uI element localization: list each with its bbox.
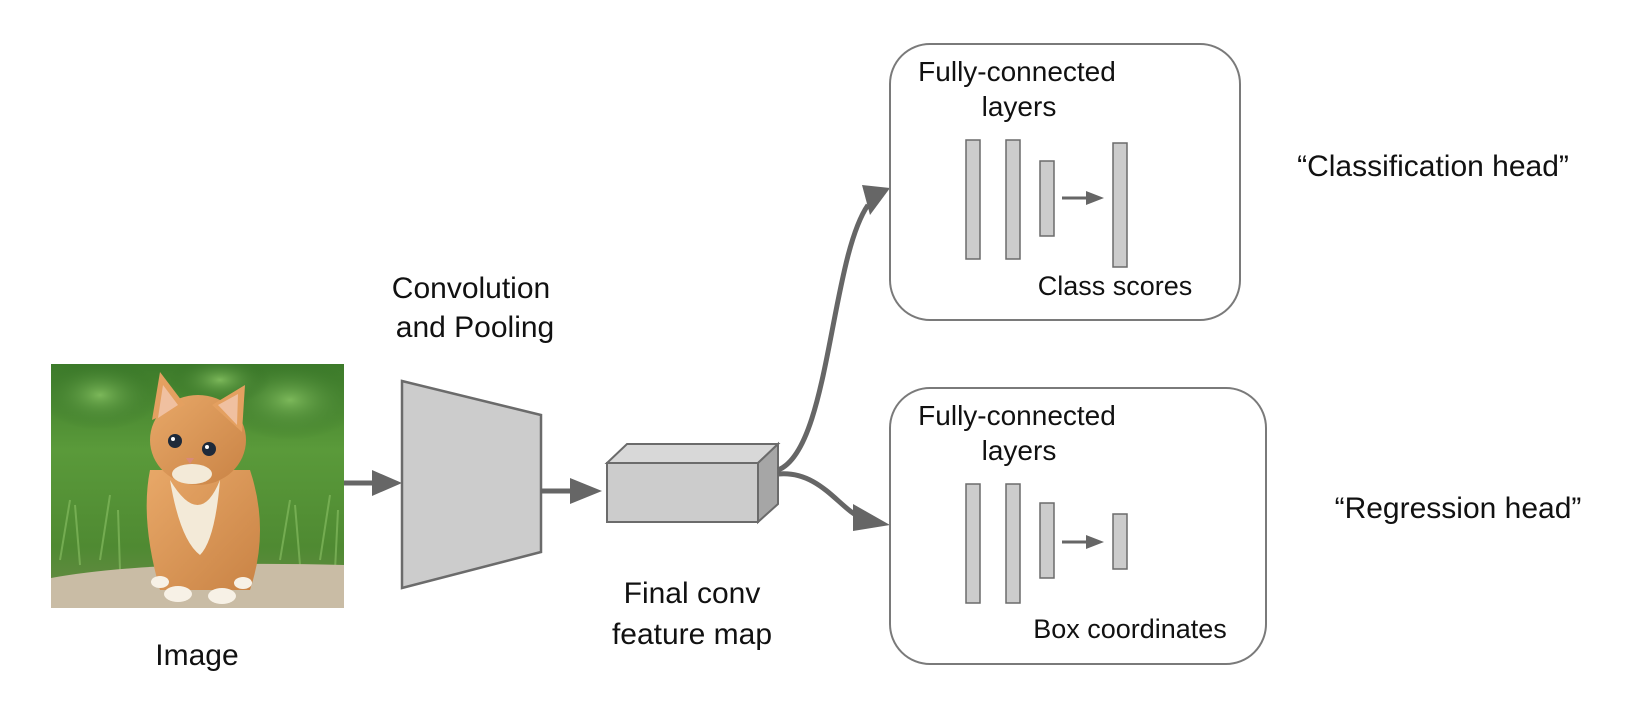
conv-label-line1: Convolution [392, 272, 550, 305]
arrow-to-classification-head [776, 185, 890, 473]
fc-layer-1 [965, 483, 981, 604]
input-image [51, 364, 344, 608]
feature-map-label-line2: feature map [612, 618, 772, 651]
conv-pooling-block [400, 379, 543, 590]
regression-head-label: “Regression head” [1335, 492, 1582, 525]
fc-arrow-icon [1086, 191, 1104, 205]
image-label: Image [155, 639, 238, 672]
arrow-to-regression-head [777, 471, 890, 531]
regression-box-title-line2: layers [982, 435, 1057, 466]
fc-layer-3 [1039, 502, 1055, 579]
conv-label-line2: and Pooling [396, 311, 554, 344]
fc-layer-3 [1039, 160, 1055, 237]
regression-box-title-line1: Fully-connected [918, 400, 1116, 431]
fc-arrow-icon [1086, 535, 1104, 549]
fc-layer-1 [965, 139, 981, 260]
classification-box-title-line2: layers [982, 91, 1057, 122]
feature-map-label-line1: Final conv [624, 577, 761, 610]
arrow-image-to-conv [344, 470, 402, 496]
class-scores-layer [1112, 142, 1128, 268]
fc-layer-2 [1005, 139, 1021, 260]
classification-head-box: Fully-connected layers Class scores [889, 43, 1241, 321]
box-coordinates-label: Box coordinates [1033, 614, 1227, 644]
classification-head-label: “Classification head” [1297, 150, 1569, 183]
class-scores-label: Class scores [1038, 271, 1193, 301]
regression-head-box: Fully-connected layers Box coordinates [889, 387, 1267, 665]
arrow-conv-to-feature-map [541, 478, 602, 504]
box-coordinates-layer [1112, 513, 1128, 570]
fc-layer-2 [1005, 483, 1021, 604]
feature-map-block [604, 441, 781, 525]
classification-box-title-line1: Fully-connected [918, 56, 1116, 87]
